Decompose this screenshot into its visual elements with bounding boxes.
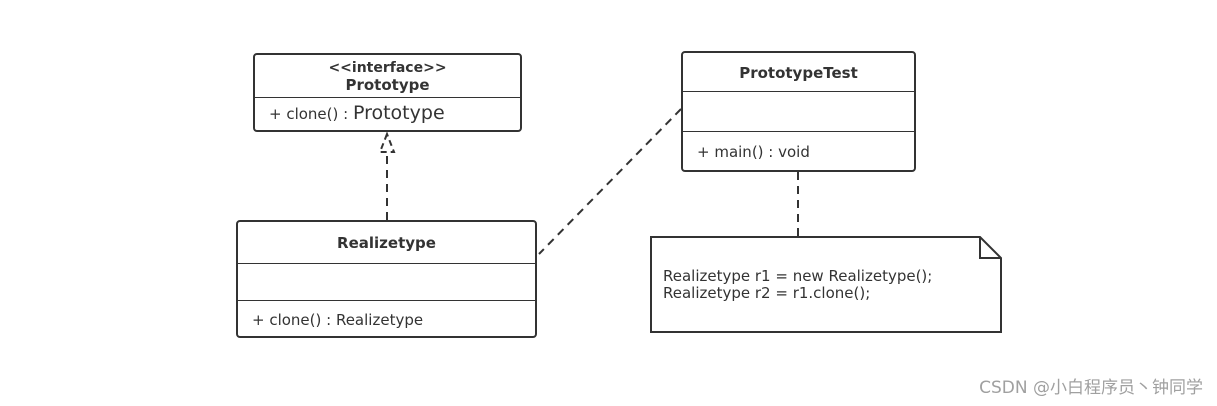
note-fold — [979, 237, 1001, 259]
note-line-1: Realizetype r1 = new Realizetype(); — [663, 267, 933, 285]
realizetype-methods: + clone() : Realizetype — [238, 301, 535, 336]
prototypetest-class-name: PrototypeTest — [739, 64, 858, 82]
csdn-watermark: CSDN @小白程序员丶钟同学 — [979, 378, 1203, 398]
prototype-methods: + clone() : Prototype — [255, 98, 520, 130]
note-line-2: Realizetype r2 = r1.clone(); — [663, 284, 871, 302]
prototype-interface-box: <<interface>> Prototype + clone() : Prot… — [253, 53, 522, 132]
prototype-clone-signature: + clone() : — [269, 105, 353, 123]
realizetype-clone-method: + clone() : Realizetype — [252, 311, 424, 329]
realizetype-class-box: Realizetype + clone() : Realizetype — [236, 220, 537, 338]
prototypetest-methods: + main() : void — [683, 132, 914, 170]
realizetype-class-name: Realizetype — [337, 234, 436, 252]
prototype-header: <<interface>> Prototype — [255, 55, 520, 98]
realizetype-attributes — [238, 264, 535, 301]
interface-stereotype: <<interface>> — [328, 60, 447, 76]
realizetype-header: Realizetype — [238, 222, 535, 264]
prototypetest-main-method: + main() : void — [697, 143, 810, 161]
note-text: Realizetype r1 = new Realizetype();Reali… — [663, 268, 932, 302]
prototype-clone-return: Prototype — [352, 102, 445, 124]
prototypetest-class-box: PrototypeTest + main() : void — [681, 51, 916, 172]
realization-arrowhead — [378, 131, 396, 153]
dependency-line — [538, 108, 682, 255]
prototypetest-attributes — [683, 92, 914, 132]
prototype-clone-method: + clone() : Prototype — [255, 103, 520, 124]
prototype-class-name: Prototype — [345, 76, 430, 94]
prototypetest-header: PrototypeTest — [683, 53, 914, 92]
